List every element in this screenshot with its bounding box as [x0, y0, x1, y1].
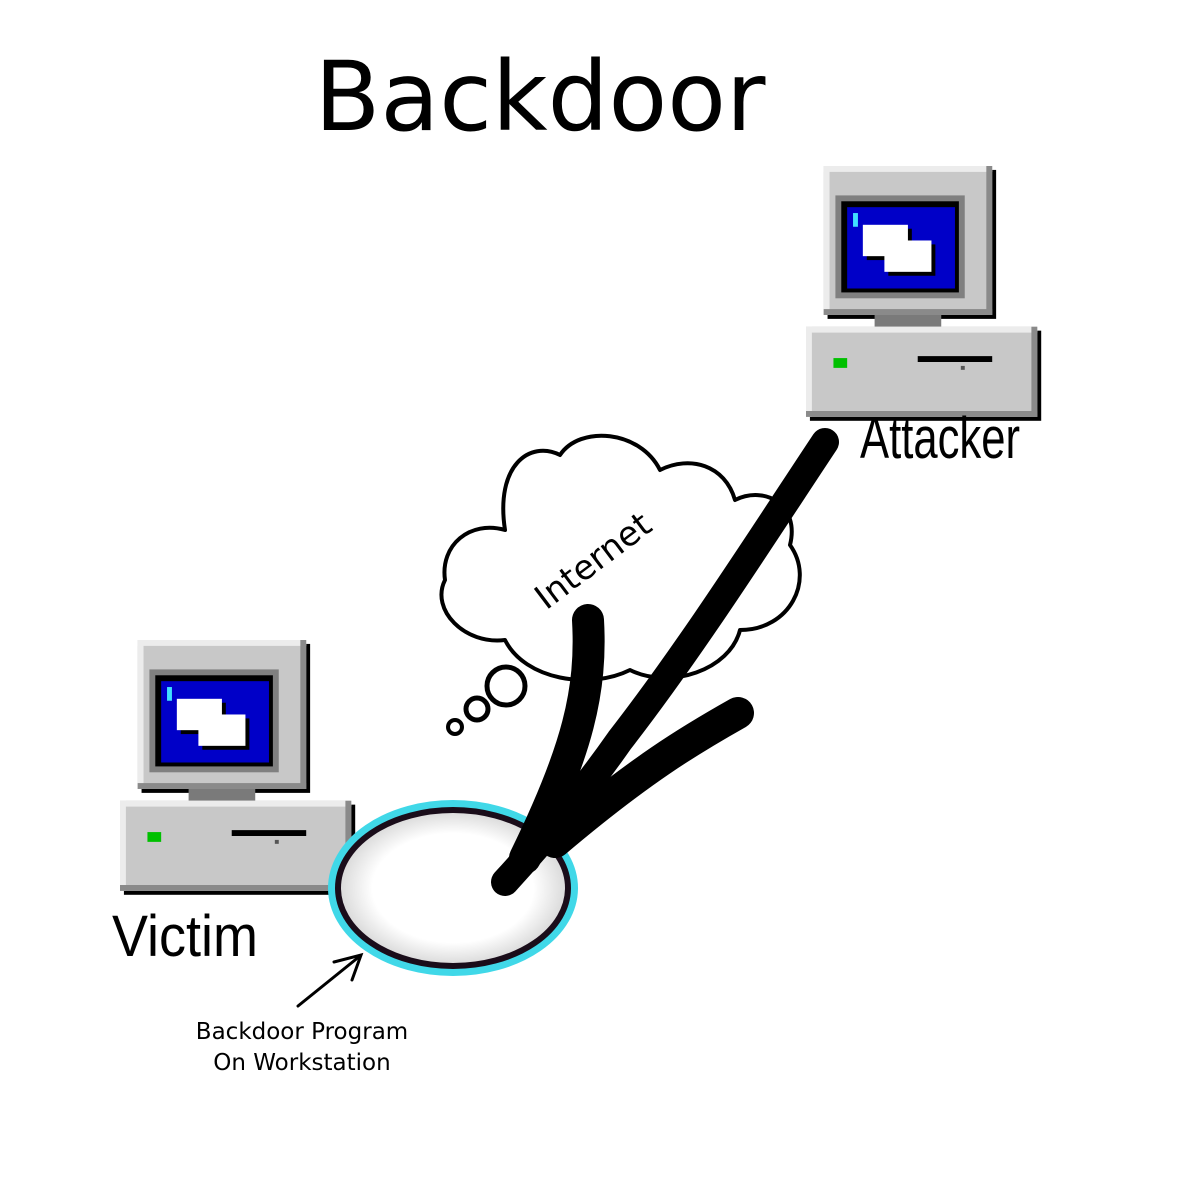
attack-arrow-icon — [491, 428, 839, 896]
attacker-computer-icon — [806, 166, 1042, 421]
backdoor-note-line2: On Workstation — [213, 1050, 390, 1076]
diagram-title: Backdoor — [315, 41, 766, 153]
attacker-label: Attacker — [860, 406, 1020, 471]
pointer-arrow-icon — [296, 952, 364, 1008]
victim-computer-icon — [120, 640, 356, 895]
backdoor-ring — [328, 800, 578, 976]
backdoor-note-line1: Backdoor Program — [196, 1019, 408, 1045]
victim-label: Victim — [112, 904, 258, 969]
